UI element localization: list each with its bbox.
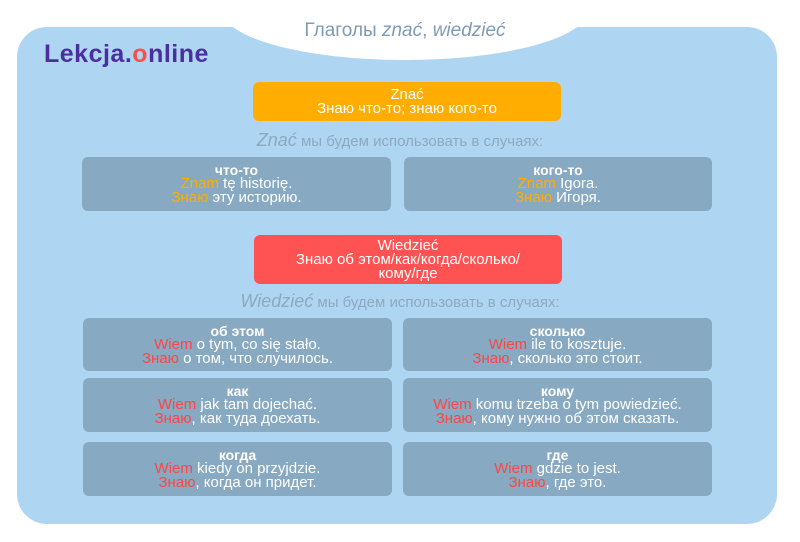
wiedziec-meaning-2: кому/где bbox=[378, 264, 438, 282]
polish-verb: Wiem bbox=[154, 335, 193, 353]
russian-rest: , кому нужно об этом сказать. bbox=[472, 410, 680, 427]
example-card: как Wiem jak tam dojechać. Знаю, как туд… bbox=[83, 378, 392, 432]
russian-verb: Знаю bbox=[515, 189, 553, 206]
polish-example: Wiem komu trzeba o tym powiedzieć. bbox=[403, 396, 712, 413]
example-card: когда Wiem kiedy on przyjdzie. Знаю, ког… bbox=[83, 442, 392, 496]
polish-rest: gdzie to jest. bbox=[532, 460, 621, 477]
russian-rest: Игоря. bbox=[552, 189, 601, 206]
wiedziec-usage-verb: Wiedzieć bbox=[240, 291, 314, 311]
polish-verb: Wiem bbox=[154, 460, 193, 477]
russian-example: Знаю эту историю. bbox=[82, 189, 391, 206]
card-title: где bbox=[546, 447, 569, 463]
znac-header: Znać Знаю что-то; знаю кого-то bbox=[253, 82, 561, 121]
logo-o-icon: o bbox=[132, 40, 149, 68]
wiedziec-usage-text: мы будем использовать в случаях: bbox=[313, 294, 560, 311]
russian-rest: , когда он придет. bbox=[195, 474, 317, 491]
znac-usage: Znać мы будем использовать в случаях: bbox=[0, 130, 800, 151]
polish-rest: tę historię. bbox=[218, 175, 293, 192]
logo-part3: nline bbox=[148, 40, 209, 68]
polish-rest: jak tam dojechać. bbox=[196, 396, 318, 413]
card-title: кого-то bbox=[533, 162, 583, 178]
russian-example: Знаю о том, что случилось. bbox=[83, 349, 392, 367]
wiedziec-meaning-1: Знаю об этом/как/когда/сколько/ bbox=[295, 250, 521, 268]
polish-verb: Znam bbox=[517, 175, 556, 192]
wiedziec-heading: Wiedzieć bbox=[377, 236, 439, 254]
example-card: об этом Wiem o tym, co się stało. Знаю о… bbox=[83, 318, 392, 371]
polish-example: Wiem jak tam dojechać. bbox=[83, 396, 392, 413]
polish-verb: Wiem bbox=[494, 460, 533, 477]
card-title: кому bbox=[540, 383, 575, 399]
russian-verb: Знаю bbox=[508, 474, 546, 491]
title-sep: , bbox=[422, 20, 433, 41]
russian-example: Знаю, когда он придет. bbox=[83, 474, 392, 491]
polish-example: Znam tę historię. bbox=[82, 175, 391, 192]
russian-rest: , где это. bbox=[545, 474, 607, 491]
card-title: когда bbox=[218, 447, 257, 463]
russian-example: Знаю, где это. bbox=[403, 474, 712, 491]
polish-verb: Znam bbox=[180, 175, 219, 192]
example-card: где Wiem gdzie to jest. Знаю, где это. bbox=[403, 442, 712, 496]
example-card: кому Wiem komu trzeba o tym powiedzieć. … bbox=[403, 378, 712, 432]
polish-example: Wiem gdzie to jest. bbox=[403, 460, 712, 477]
polish-rest: kiedy on przyjdzie. bbox=[192, 460, 321, 477]
russian-rest: эту историю. bbox=[208, 189, 302, 206]
russian-rest: , сколько это стоит. bbox=[509, 349, 643, 367]
russian-example: Знаю Игоря. bbox=[404, 189, 712, 206]
polish-verb: Wiem bbox=[157, 396, 197, 413]
polish-example: Wiem ile to kosztuje. bbox=[403, 335, 712, 353]
polish-rest: o tym, co się stało. bbox=[192, 335, 321, 353]
logo: Lekcja.online bbox=[44, 40, 209, 69]
example-card: кого-то Znam Igora. Знаю Игоря. bbox=[404, 157, 712, 211]
russian-rest: о том, что случилось. bbox=[178, 349, 334, 367]
polish-example: Znam Igora. bbox=[404, 175, 712, 192]
russian-verb: Знаю bbox=[171, 189, 209, 206]
polish-rest: Igora. bbox=[555, 175, 599, 192]
polish-example: Wiem o tym, co się stało. bbox=[83, 335, 392, 353]
russian-verb: Знаю bbox=[158, 474, 196, 491]
card-title: сколько bbox=[529, 322, 586, 339]
example-card: сколько Wiem ile to kosztuje. Знаю, скол… bbox=[403, 318, 712, 371]
russian-verb: Знаю bbox=[472, 349, 510, 367]
polish-rest: ile to kosztuje. bbox=[527, 335, 627, 353]
wiedziec-header: Wiedzieć Знаю об этом/как/когда/сколько/… bbox=[254, 235, 562, 284]
title-verb1: znać bbox=[381, 20, 423, 41]
card-title: об этом bbox=[210, 322, 265, 339]
polish-rest: komu trzeba o tym powiedzieć. bbox=[471, 396, 682, 413]
logo-part1: Lekcja. bbox=[44, 40, 133, 68]
page-title: Глаголы znać, wiedzieć bbox=[222, 20, 588, 42]
card-title: что-то bbox=[214, 162, 259, 178]
russian-rest: , как туда доехать. bbox=[191, 410, 321, 427]
russian-verb: Знаю bbox=[154, 410, 192, 427]
polish-verb: Wiem bbox=[433, 396, 472, 413]
example-card: что-то Znam tę historię. Знаю эту истори… bbox=[82, 157, 391, 211]
znac-meaning: Знаю что-то; знаю кого-то bbox=[317, 99, 497, 117]
polish-verb: Wiem bbox=[488, 335, 528, 353]
russian-verb: Знаю bbox=[141, 349, 179, 367]
polish-example: Wiem kiedy on przyjdzie. bbox=[83, 460, 392, 477]
title-prefix: Глаголы bbox=[304, 20, 382, 41]
russian-verb: Знаю bbox=[435, 410, 473, 427]
wiedziec-usage: Wiedzieć мы будем использовать в случаях… bbox=[0, 291, 800, 312]
card-title: как bbox=[226, 383, 249, 399]
russian-example: Знаю, сколько это стоит. bbox=[403, 349, 712, 367]
znac-usage-text: мы будем использовать в случаях: bbox=[296, 133, 544, 150]
russian-example: Знаю, кому нужно об этом сказать. bbox=[403, 410, 712, 427]
russian-example: Знаю, как туда доехать. bbox=[83, 410, 392, 427]
title-verb2: wiedzieć bbox=[432, 20, 506, 41]
znac-heading: Znać bbox=[390, 85, 424, 103]
znac-usage-verb: Znać bbox=[256, 130, 297, 150]
